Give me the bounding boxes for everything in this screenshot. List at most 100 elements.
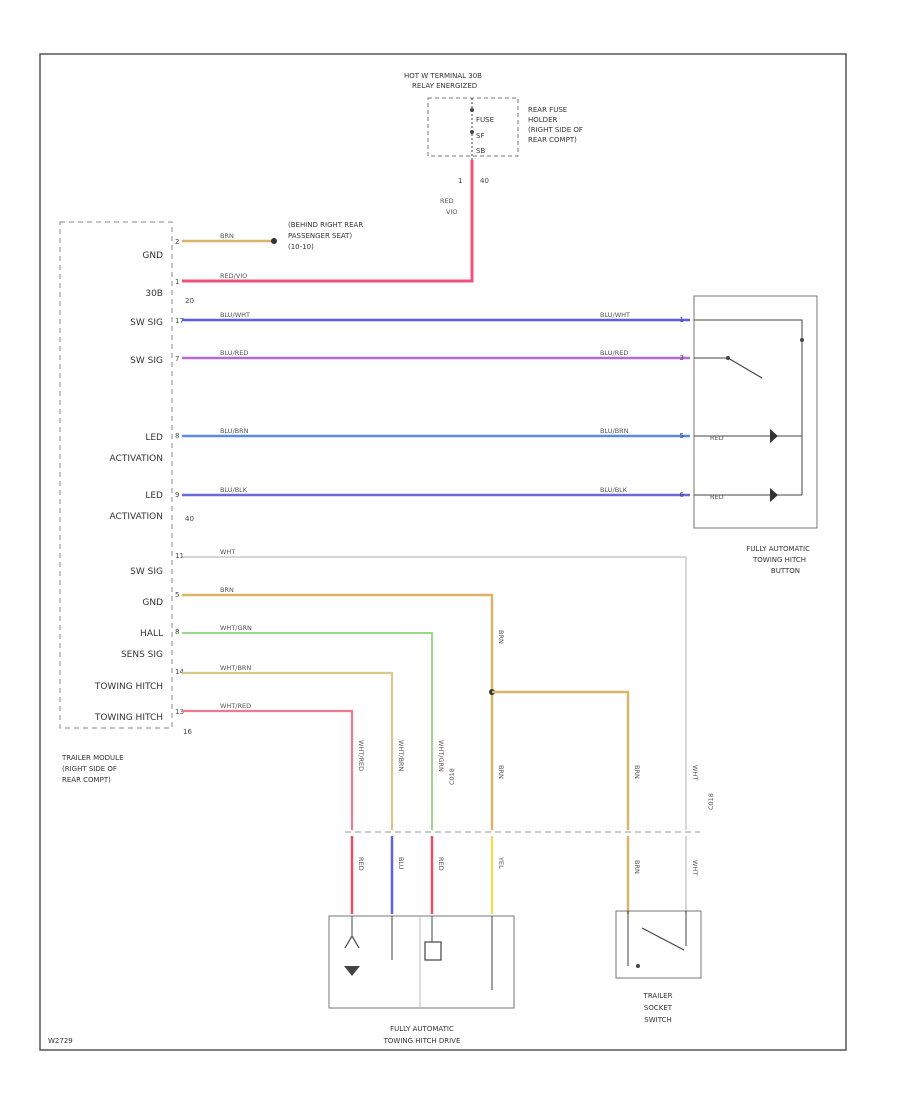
- module-pin-10: 13: [175, 708, 184, 716]
- wire-branch-brn: [492, 690, 630, 830]
- module-pin-name-0: GND: [142, 251, 163, 261]
- hot-label-2: RELAY ENERGIZED: [412, 82, 477, 90]
- module-title-2: (RIGHT SIDE OF: [62, 765, 117, 773]
- led-icon-1: [770, 429, 778, 443]
- wire-label-sw-sig-wht: WHT: [220, 548, 235, 556]
- fuse-pin: 1: [458, 177, 462, 185]
- module-pin-name-1: 30B: [145, 289, 163, 299]
- drive-box: [328, 915, 515, 1009]
- fuse-desc-1: REAR FUSE: [528, 106, 567, 114]
- ground-desc-2: PASSENGER SEAT): [288, 232, 352, 240]
- module-pin-name-10: TOWING HITCH: [94, 713, 163, 723]
- wire-label-sw-sig-2: BLU/RED: [220, 349, 248, 357]
- upper-wire-label-0: WHT/RED: [357, 740, 365, 771]
- module-pin-name-5a: LED: [145, 491, 163, 501]
- fuse-label-1: FUSE: [476, 116, 494, 124]
- module-pin-name-4b: ACTIVATION: [110, 454, 163, 464]
- module-pin-name-5b: ACTIVATION: [110, 512, 163, 522]
- upper-wire-label-5: WHT: [691, 765, 699, 780]
- upper-wire-label-2: WHT/GRN: [437, 740, 445, 772]
- ground-point: [271, 238, 277, 244]
- hot-label-1: HOT W TERMINAL 30B: [404, 72, 482, 80]
- button-title-1: FULLY AUTOMATIC: [746, 545, 810, 553]
- module-title-1: TRAILER MODULE: [61, 754, 124, 762]
- button-pin-3: 6: [680, 491, 685, 499]
- button-box: [693, 295, 818, 529]
- upper-wire-label-3: BRN: [497, 630, 505, 644]
- module-pin-3: 7: [175, 355, 179, 363]
- fuse-amp: 40: [480, 177, 489, 185]
- module-pin-5: 9: [175, 491, 179, 499]
- wire-gnd-brn: [182, 593, 494, 830]
- fuse-desc-4: REAR COMPT): [528, 136, 577, 144]
- button-led-label-1: RED: [710, 434, 724, 442]
- wire-label-led-1: BLU/BRN: [220, 427, 249, 435]
- fuse-desc-3: (RIGHT SIDE OF: [528, 126, 583, 134]
- module-pin-9: 14: [175, 668, 184, 676]
- wire-label-led-2-right: BLU/BLK: [600, 486, 628, 494]
- top-wire-size: VIO: [446, 208, 457, 216]
- wire-label-hitch-1: WHT/BRN: [220, 664, 251, 672]
- drive-title-1: FULLY AUTOMATIC: [390, 1025, 454, 1033]
- wire-label-led-2: BLU/BLK: [220, 486, 248, 494]
- module-connector-a: 20: [185, 297, 194, 305]
- module-pin-name-7: GND: [142, 598, 163, 608]
- wire-sw-sig-wht: [182, 556, 687, 830]
- wire-label-sw-sig-1: BLU/WHT: [220, 311, 250, 319]
- fuse-dot-1: [470, 108, 474, 112]
- socket-title-2: SOCKET: [644, 1004, 673, 1012]
- module-pin-name-2: SW SIG: [130, 318, 163, 328]
- wire-label-sw-sig-2-right: BLU/RED: [600, 349, 628, 357]
- hall-sensor-icon: [344, 934, 360, 949]
- fuse-desc-2: HOLDER: [528, 116, 557, 124]
- socket-switch-box: [615, 910, 702, 979]
- button-internal-line: [694, 319, 803, 340]
- wire-label-gnd-brn: BRN: [220, 586, 234, 594]
- drive-title-2: TOWING HITCH DRIVE: [383, 1037, 461, 1045]
- button-title-2: TOWING HITCH: [752, 556, 806, 564]
- wire-label-hitch-2: WHT/RED: [220, 702, 251, 710]
- module-pin-2: 17: [175, 317, 184, 325]
- wire-hitch-2: [182, 709, 354, 830]
- socket-title-1: TRAILER: [643, 992, 673, 1000]
- module-pin-name-6: SW SIG: [130, 567, 163, 577]
- wire-label-30b: RED/VIO: [220, 272, 247, 280]
- module-pin-1: 1: [175, 278, 179, 286]
- fuse-dot-2: [470, 130, 474, 134]
- lower-wire-label-2: RED: [437, 857, 445, 871]
- lower-wire-label-1: BLU: [397, 857, 405, 870]
- connector-id-2: C018: [707, 793, 715, 810]
- module-pin-0: 2: [175, 238, 179, 246]
- button-title-3: BUTTON: [771, 567, 800, 575]
- wire-hitch-1: [182, 671, 394, 830]
- module-pin-name-9: TOWING HITCH: [94, 682, 163, 692]
- wire-label-hall: WHT/GRN: [220, 624, 252, 632]
- upper-wire-label-4: BRN: [633, 765, 641, 779]
- button-pin-1: 3: [680, 354, 684, 362]
- module-pin-4: 8: [175, 432, 179, 440]
- upper-wire-label-1: WHT/BRN: [397, 740, 405, 771]
- lower-wire-label-3: YEL: [497, 856, 505, 869]
- socket-switch-contact: [636, 964, 640, 968]
- ground-desc-1: (BEHIND RIGHT REAR: [288, 221, 363, 229]
- wire-hall: [182, 632, 433, 830]
- top-wire-color: RED: [440, 197, 454, 205]
- socket-switch-blade: [641, 927, 685, 951]
- fuse-label-3: SB: [476, 147, 485, 155]
- diagram-border: [39, 53, 847, 1051]
- wire-label-sw-sig-1-right: BLU/WHT: [600, 311, 630, 319]
- module-connector-c: 16: [183, 728, 192, 736]
- trailer-module-box: [59, 221, 173, 729]
- wire-label-gnd-top: BRN: [220, 232, 234, 240]
- wire-label-led-1-right: BLU/BRN: [600, 427, 629, 435]
- lower-wire-label-5: WHT: [691, 860, 699, 875]
- connector-id-1: C018: [448, 768, 456, 785]
- fuse-label-2: SF: [476, 132, 484, 140]
- module-pin-8: 8: [175, 628, 179, 636]
- upper-wire-label-branch: BRN: [497, 765, 505, 779]
- module-pin-name-4a: LED: [145, 433, 163, 443]
- button-switch-blade: [727, 357, 763, 379]
- motor-icon: [344, 966, 360, 976]
- button-pin-2: 5: [680, 432, 684, 440]
